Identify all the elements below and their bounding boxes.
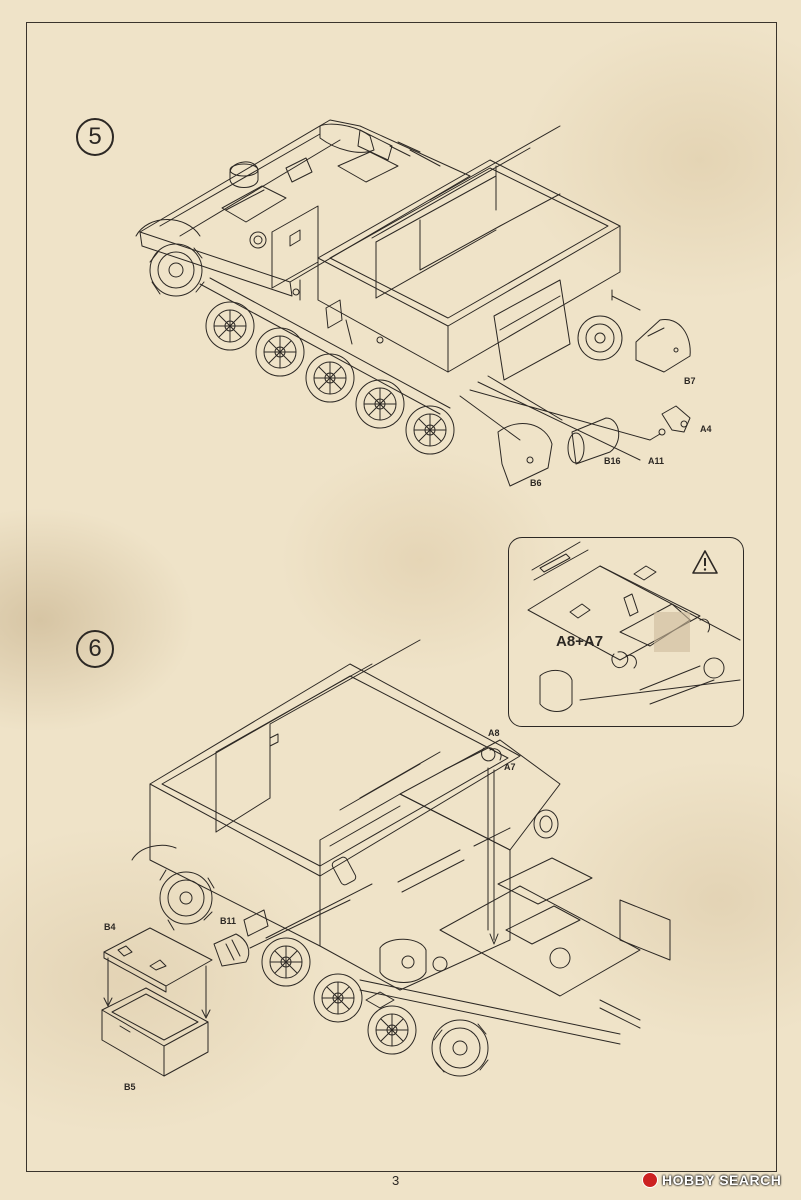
part-label-A8: A8 xyxy=(488,728,500,738)
warning-triangle-icon xyxy=(692,550,718,574)
callout-detail-box: A8+A7 xyxy=(508,537,744,727)
part-label-A11: A11 xyxy=(648,456,665,466)
step-6-road-wheels xyxy=(261,937,417,1055)
part-label-B11: B11 xyxy=(220,916,237,926)
step-5-vehicle-drawing xyxy=(135,119,691,487)
step-6-number: 6 xyxy=(76,630,114,668)
part-label-B6: B6 xyxy=(530,478,542,488)
page-border xyxy=(26,22,777,1172)
part-label-A4: A4 xyxy=(700,424,712,434)
step-5-number: 5 xyxy=(76,118,114,156)
page-number: 3 xyxy=(392,1173,400,1188)
callout-detail-drawing xyxy=(527,541,741,712)
step-6-vehicle-drawing xyxy=(101,639,671,1077)
part-label-B16: B16 xyxy=(604,456,621,466)
step-5-road-wheels xyxy=(205,301,455,455)
hobbysearch-watermark: HOBBY SEARCH xyxy=(642,1172,781,1188)
part-label-A7: A7 xyxy=(504,762,516,772)
part-label-B7: B7 xyxy=(684,376,696,386)
part-label-B4: B4 xyxy=(104,922,116,932)
watermark-text: HOBBY SEARCH xyxy=(662,1172,782,1188)
callout-stain xyxy=(654,612,690,652)
hobbysearch-logo-icon xyxy=(642,1172,658,1188)
callout-label: A8+A7 xyxy=(556,633,604,650)
part-label-B5: B5 xyxy=(124,1082,136,1092)
